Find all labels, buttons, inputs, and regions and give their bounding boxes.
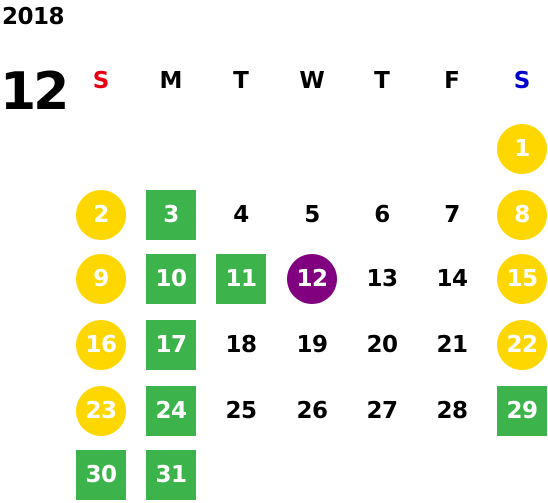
calendar-day-24[interactable]: 24 <box>146 386 196 436</box>
calendar-day-22[interactable]: 22 <box>497 320 547 370</box>
calendar-day-16[interactable]: 16 <box>76 320 126 370</box>
calendar-day-15[interactable]: 15 <box>497 254 547 304</box>
weekday-header: S <box>513 68 531 94</box>
weekday-header: S <box>92 68 110 94</box>
calendar-day-4[interactable]: 4 <box>233 202 249 228</box>
weekday-header: M <box>159 68 183 94</box>
calendar-day-14[interactable]: 14 <box>436 266 468 292</box>
calendar-day-6[interactable]: 6 <box>374 202 390 228</box>
calendar-day-20[interactable]: 20 <box>366 332 398 358</box>
calendar-day-9[interactable]: 9 <box>76 254 126 304</box>
calendar-day-23[interactable]: 23 <box>76 386 126 436</box>
calendar-day-3[interactable]: 3 <box>146 190 196 240</box>
calendar-day-11[interactable]: 11 <box>216 254 266 304</box>
calendar-day-27[interactable]: 27 <box>366 398 398 424</box>
calendar-day-28[interactable]: 28 <box>436 398 468 424</box>
calendar-day-26[interactable]: 26 <box>296 398 328 424</box>
calendar-day-8[interactable]: 8 <box>497 190 547 240</box>
calendar-day-17[interactable]: 17 <box>146 320 196 370</box>
calendar-day-5[interactable]: 5 <box>304 202 320 228</box>
calendar-day-10[interactable]: 10 <box>146 254 196 304</box>
calendar-day-2[interactable]: 2 <box>76 190 126 240</box>
weekday-header: T <box>374 68 390 94</box>
weekday-header: W <box>299 68 325 94</box>
calendar-day-12[interactable]: 12 <box>287 254 337 304</box>
calendar-day-1[interactable]: 1 <box>497 124 547 174</box>
calendar-day-25[interactable]: 25 <box>225 398 257 424</box>
calendar-day-13[interactable]: 13 <box>366 266 398 292</box>
calendar-day-19[interactable]: 19 <box>296 332 328 358</box>
calendar-day-31[interactable]: 31 <box>146 450 196 500</box>
calendar-day-7[interactable]: 7 <box>444 202 460 228</box>
year-label: 2018 <box>2 4 65 30</box>
calendar-day-30[interactable]: 30 <box>76 450 126 500</box>
weekday-header: T <box>233 68 249 94</box>
calendar-day-21[interactable]: 21 <box>436 332 468 358</box>
weekday-header: F <box>444 68 460 94</box>
calendar-day-29[interactable]: 29 <box>497 386 547 436</box>
month-number: 12 <box>0 62 69 122</box>
calendar-day-18[interactable]: 18 <box>225 332 257 358</box>
